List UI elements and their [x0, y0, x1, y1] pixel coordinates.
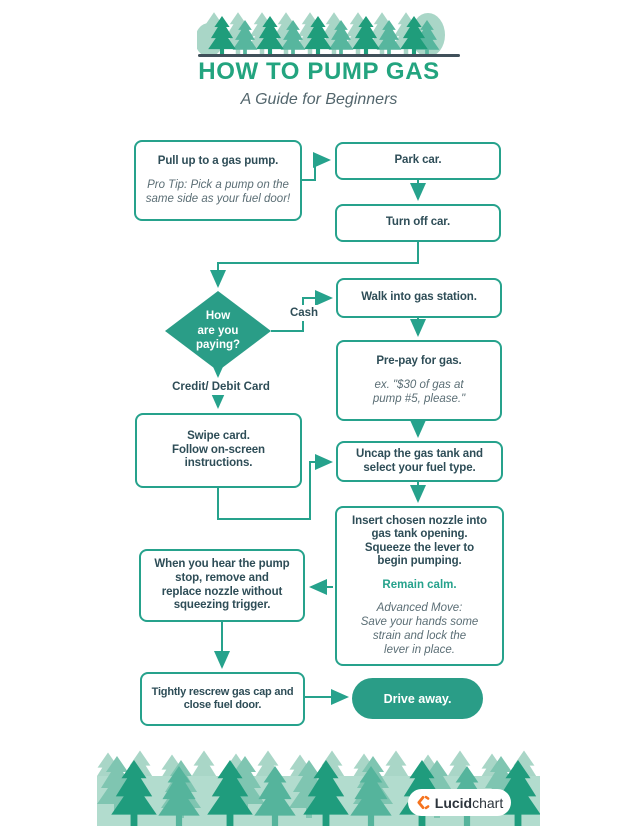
node-turn-off-car: Turn off car. [335, 204, 501, 242]
node-title: Tightly rescrew gas cap and close fuel d… [151, 686, 294, 711]
logo-text-bold: Lucid [434, 794, 473, 811]
node-park-car: Park car. [335, 142, 501, 180]
node-title: Insert chosen nozzle into gas tank openi… [352, 514, 487, 568]
top-forest-illustration [197, 12, 445, 56]
node-title: Swipe card. Follow on-screen instruction… [172, 430, 265, 470]
node-drive-away: Drive away. [352, 678, 483, 719]
node-title: Walk into gas station. [361, 291, 477, 304]
node-pull-up: Pull up to a gas pump. Pro Tip: Pick a p… [134, 140, 302, 221]
lucid-logo-icon [417, 795, 430, 810]
node-title: Park car. [394, 154, 442, 167]
edge-label-cash: Cash [280, 305, 328, 321]
logo-text-light: chart [472, 794, 504, 811]
node-title: Pre-pay for gas. [376, 355, 462, 368]
node-walk-into-station: Walk into gas station. [336, 278, 502, 318]
page-subtitle: A Guide for Beginners [240, 91, 398, 108]
node-title: Pull up to a gas pump. [157, 155, 279, 168]
node-insert-nozzle: Insert chosen nozzle into gas tank openi… [335, 506, 504, 666]
edge-label-credit-debit: Credit/ Debit Card [157, 379, 285, 395]
node-title: Uncap the gas tank and select your fuel … [356, 447, 483, 474]
node-note: ex. "$30 of gas at pump #5, please." [372, 378, 466, 405]
divider-line [198, 54, 460, 57]
node-title: Turn off car. [385, 216, 451, 229]
page-title: HOW TO PUMP GAS [198, 58, 440, 85]
node-note: Advanced Move: Save your hands some stra… [360, 602, 479, 657]
node-title: When you hear the pump stop, remove and … [154, 558, 290, 612]
node-swipe-card: Swipe card. Follow on-screen instruction… [135, 413, 302, 488]
node-note: Pro Tip: Pick a pump on the same side as… [145, 178, 291, 205]
node-highlight: Remain calm. [382, 578, 457, 591]
lucidchart-logo: Lucidchart [408, 789, 511, 816]
node-rescrew-cap: Tightly rescrew gas cap and close fuel d… [140, 672, 305, 726]
node-pump-stop: When you hear the pump stop, remove and … [139, 549, 305, 622]
node-prepay: Pre-pay for gas. ex. "$30 of gas at pump… [336, 340, 502, 421]
node-uncap-tank: Uncap the gas tank and select your fuel … [336, 441, 503, 482]
